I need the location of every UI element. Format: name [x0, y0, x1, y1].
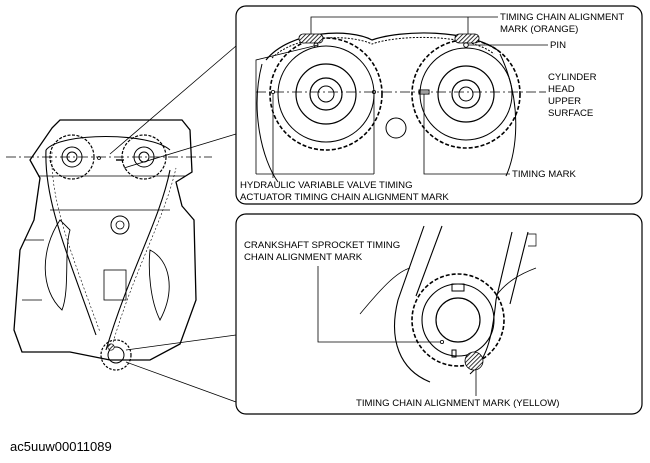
yellow-alignment-mark [464, 351, 484, 371]
cylinder-head-label-2: HEAD [548, 84, 575, 95]
pin-label: PIN [550, 40, 566, 51]
timing-chain-alignment-mark-orange-label-1: TIMING CHAIN ALIGNMENT [500, 12, 624, 23]
yellow-mark-label: TIMING CHAIN ALIGNMENT MARK (YELLOW) [356, 398, 559, 409]
cylinder-head-label-1: CYLINDER [548, 72, 597, 83]
camshaft-detail-panel: TIMING CHAIN ALIGNMENT MARK (ORANGE) PIN… [235, 5, 643, 205]
timing-mark-label: TIMING MARK [512, 169, 577, 180]
engine-front-view [6, 119, 212, 371]
orange-alignment-mark-right [454, 33, 480, 44]
overview-crank-sprocket [100, 339, 132, 371]
crankshaft-mark-label-2: CHAIN ALIGNMENT MARK [244, 252, 363, 263]
crank-sprocket [411, 273, 505, 367]
cylinder-head-label-3: UPPER [548, 96, 581, 107]
left-cam-sprocket [269, 37, 383, 151]
crankshaft-detail-panel: CRANKSHAFT SPROCKET TIMING CHAIN ALIGNME… [235, 213, 643, 415]
orange-alignment-mark-left [298, 33, 324, 44]
hvvt-label-1: HYDRAULIC VARIABLE VALVE TIMING [240, 180, 413, 191]
crankshaft-mark-label-1: CRANKSHAFT SPROCKET TIMING [244, 240, 400, 251]
hvvt-label-2: ACTUATOR TIMING CHAIN ALIGNMENT MARK [240, 192, 449, 203]
timing-chain-alignment-mark-orange-label-2: MARK (ORANGE) [500, 24, 578, 35]
figure-id: ac5uuw00011089 [10, 439, 112, 454]
cylinder-head-label-4: SURFACE [548, 108, 593, 119]
